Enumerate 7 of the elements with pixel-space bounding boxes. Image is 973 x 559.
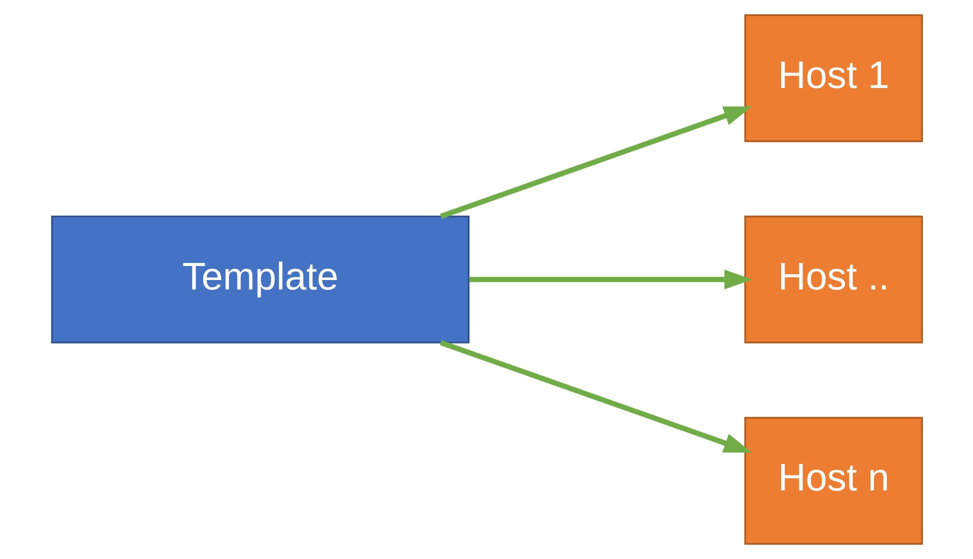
arrow <box>468 270 752 290</box>
arrow <box>439 106 752 219</box>
node-box: Host n <box>744 416 922 545</box>
arrow <box>439 340 752 453</box>
node-box: Host 1 <box>744 14 922 142</box>
node-box: Template <box>50 216 469 344</box>
node-box: Host .. <box>744 216 922 344</box>
